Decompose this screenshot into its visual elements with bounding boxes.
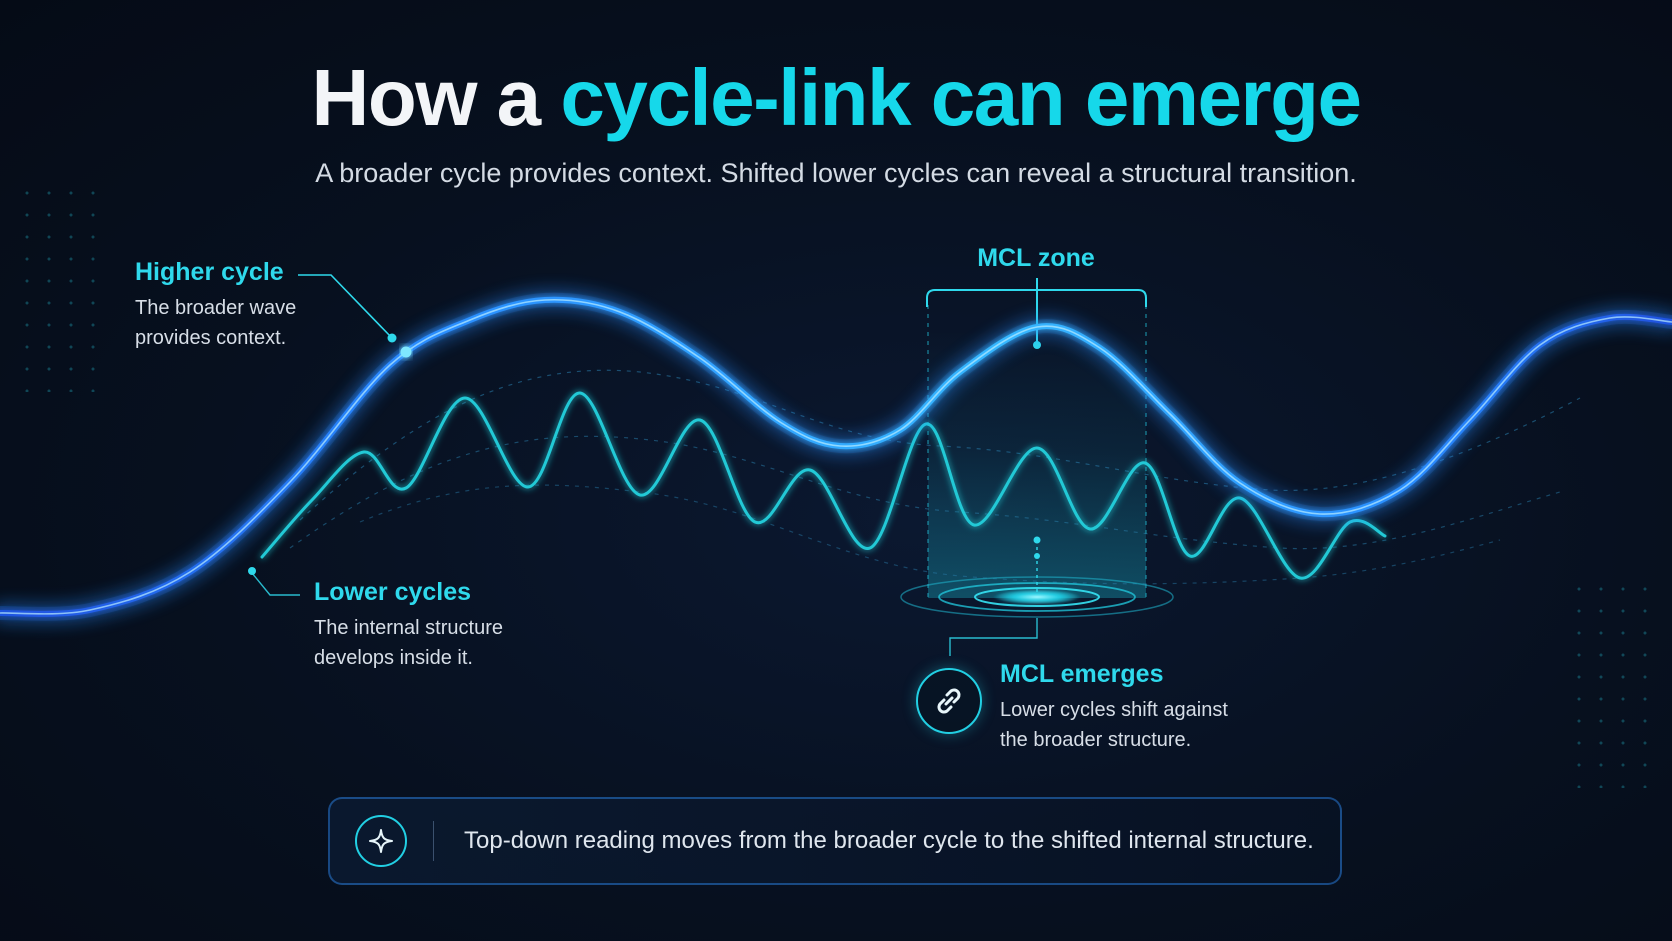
lower-cycles-heading: Lower cycles xyxy=(314,578,472,606)
mcl-emerges-description: Lower cycles shift against the broader s… xyxy=(1000,695,1228,755)
lower-cycles-description: The internal structure develops inside i… xyxy=(314,613,503,673)
footer-text: Top-down reading moves from the broader … xyxy=(464,827,1314,854)
mcl-zone-label: MCL zone xyxy=(977,244,1095,272)
sparkle-icon xyxy=(355,815,407,867)
higher-cycle-heading: Higher cycle xyxy=(135,258,284,286)
mcl-emergence-marker-dot-mid xyxy=(1034,553,1040,559)
lower-cycles-label: Lower cycles The internal structure deve… xyxy=(314,578,503,673)
higher-cycle-leader-dot xyxy=(387,333,397,343)
mcl-emerges-leader xyxy=(949,618,1038,656)
higher-cycle-line-1: The broader wave xyxy=(135,297,297,319)
lower-cycles-line-1: The internal structure xyxy=(314,617,503,639)
title-lead: How a xyxy=(311,53,542,142)
higher-cycle-leader xyxy=(298,274,393,339)
higher-cycle-description: The broader wave provides context. xyxy=(135,293,296,353)
lower-cycles-line-2: develops inside it. xyxy=(314,647,473,669)
mcl-emergence-marker-dot-top xyxy=(1033,536,1041,544)
lower-cycles-leader xyxy=(251,572,300,596)
higher-cycle-line-2: provides context. xyxy=(135,327,287,349)
footer-divider xyxy=(433,821,434,861)
lower-cycles-leader-dot xyxy=(248,567,256,575)
link-icon xyxy=(916,668,982,734)
page-title: How a cycle-link can emerge xyxy=(0,52,1672,144)
decorative-dot-grid-left xyxy=(16,182,106,392)
mcl-emerges-line-1: Lower cycles shift against xyxy=(1000,699,1228,721)
title-accent: cycle-link can emerge xyxy=(560,53,1362,142)
guide-curve-lower xyxy=(359,484,1501,585)
mcl-zone-pointer-dot xyxy=(1033,341,1041,349)
higher-cycle-label: Higher cycle The broader wave provides c… xyxy=(135,258,296,353)
higher-cycle-anchor-dot xyxy=(400,346,412,358)
emergence-ring-inner xyxy=(974,587,1100,607)
footer-callout: Top-down reading moves from the broader … xyxy=(328,797,1342,885)
emergence-core xyxy=(993,590,1081,604)
mcl-emerges-heading: MCL emerges xyxy=(1000,660,1164,688)
decorative-dot-grid-right xyxy=(1568,578,1658,788)
page-subtitle: A broader cycle provides context. Shifte… xyxy=(315,158,1357,188)
mcl-emerges-label: MCL emerges Lower cycles shift against t… xyxy=(1000,660,1228,755)
mcl-emerges-line-2: the broader structure. xyxy=(1000,729,1192,751)
higher-cycle-wave-core xyxy=(0,298,1672,615)
guide-curve-middle xyxy=(289,435,1561,550)
lower-cycles-wave xyxy=(260,391,1387,580)
